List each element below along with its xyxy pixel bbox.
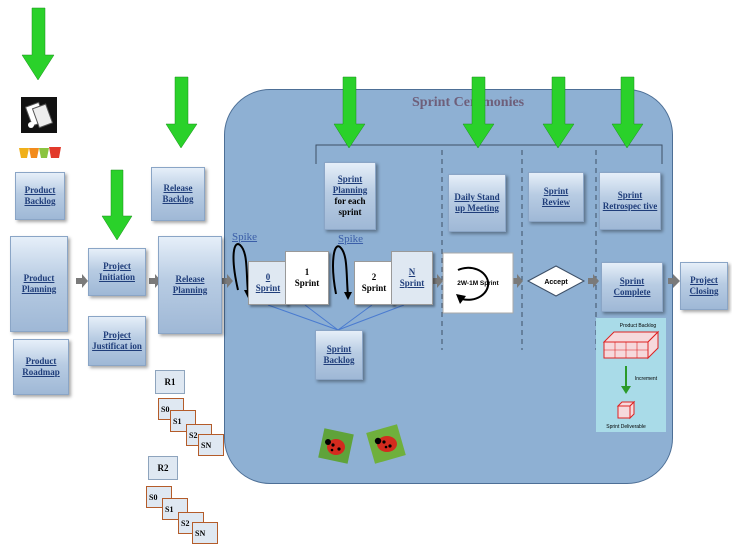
product-roadmap-box[interactable]: Product Roadmap <box>13 339 69 395</box>
down-arrow-icon <box>21 7 55 81</box>
increment-bottom-label: Sprint Deliverable <box>606 424 646 430</box>
r1-sprint-label: SN <box>201 440 212 450</box>
sprint-planning-subtext: for each sprint <box>334 196 366 217</box>
sprint-review-box[interactable]: Sprint Review <box>528 172 584 222</box>
sprint-review-label[interactable]: Sprint Review <box>542 186 570 207</box>
release-backlog-box[interactable]: Release Backlog <box>151 167 205 221</box>
product-roadmap-label[interactable]: Product Roadmap <box>22 356 60 377</box>
sprint-complete-label[interactable]: Sprint Complete <box>613 276 651 297</box>
release-planning-label[interactable]: Release Planning <box>172 274 208 295</box>
right-arrow-icon <box>76 274 88 288</box>
sprint-2-number: 2 <box>371 272 377 282</box>
colored-cups-icon <box>19 147 61 158</box>
sprint-1-word: Sprint <box>294 278 320 288</box>
project-closing-box[interactable]: Project Closing <box>680 262 728 310</box>
cycle-label: 2W-1M Sprint <box>457 280 499 287</box>
r1-sprint-label: S2 <box>189 430 198 440</box>
release-r1-label: R1 <box>164 377 176 387</box>
right-arrow-icon <box>221 274 233 288</box>
increment-illustration: Product Backlog Increment Sprint Deliver… <box>596 318 666 432</box>
product-backlog-box[interactable]: Product Backlog <box>15 172 65 220</box>
project-initiation-label[interactable]: Project Initiation <box>98 261 135 282</box>
release-r2-label: R2 <box>157 463 169 473</box>
project-justification-box[interactable]: Project Justificat ion <box>88 316 146 366</box>
cycle-arrow-icon <box>456 266 490 304</box>
product-backlog-label[interactable]: Product Backlog <box>24 185 56 206</box>
project-closing-label[interactable]: Project Closing <box>689 275 719 296</box>
r1-sprint-label: S0 <box>161 404 170 414</box>
product-planning-box[interactable]: Product Planning <box>10 236 68 332</box>
project-justification-label[interactable]: Project Justificat ion <box>92 330 142 351</box>
r1-sprint-label: S1 <box>173 416 182 426</box>
down-arrow-icon <box>542 76 575 149</box>
release-backlog-label[interactable]: Release Backlog <box>162 183 194 204</box>
r2-sprint-label: S2 <box>181 518 190 528</box>
sprint-0-card[interactable]: 0 Sprint <box>248 261 288 305</box>
down-arrow-icon <box>333 76 366 149</box>
sprint-backlog-box[interactable]: Sprint Backlog <box>315 330 363 380</box>
release-r2-card[interactable]: R2 <box>148 456 178 480</box>
sprint-complete-box[interactable]: Sprint Complete <box>601 262 663 312</box>
sprint-1-number: 1 <box>304 267 310 277</box>
down-arrow-icon <box>165 76 198 149</box>
r1-sprint-card[interactable]: SN <box>198 434 224 456</box>
accept-label: Accept <box>544 279 568 286</box>
spike-label-1[interactable]: Spike <box>232 231 258 243</box>
daily-standup-label[interactable]: Daily Stand up Meeting <box>454 192 500 213</box>
product-planning-label[interactable]: Product Planning <box>21 273 57 294</box>
sprint-n-word: Sprint <box>399 278 425 288</box>
ladybug-icon <box>318 428 354 464</box>
r2-sprint-label: S0 <box>149 492 158 502</box>
sprint-n-number: N <box>408 267 416 277</box>
r2-sprint-label: S1 <box>165 504 174 514</box>
right-arrow-icon <box>588 274 599 288</box>
project-initiation-box[interactable]: Project Initiation <box>88 248 146 296</box>
sprint-1-card[interactable]: 1 Sprint <box>285 251 329 305</box>
daily-standup-box[interactable]: Daily Stand up Meeting <box>448 174 506 232</box>
increment-mid-label: Increment <box>635 376 658 382</box>
right-arrow-icon <box>433 274 443 288</box>
panel-title: Sprint Ceremonies <box>412 95 525 110</box>
sprint-0-word: Sprint <box>255 283 281 293</box>
sprint-planning-box[interactable]: Sprint Planning for each sprint <box>324 162 376 230</box>
sprint-2-card[interactable]: 2 Sprint <box>354 261 394 305</box>
release-planning-box[interactable]: Release Planning <box>158 236 222 334</box>
increment-top-label: Product Backlog <box>620 323 657 329</box>
r2-sprint-label: SN <box>195 528 206 538</box>
r2-sprint-card[interactable]: SN <box>192 522 218 544</box>
sprint-planning-label[interactable]: Sprint Planning <box>332 174 368 195</box>
right-arrow-icon <box>668 274 680 288</box>
right-arrow-icon <box>512 274 523 288</box>
sprint-backlog-label[interactable]: Sprint Backlog <box>323 344 355 365</box>
release-r1-card[interactable]: R1 <box>155 370 185 394</box>
accept-diamond <box>526 265 586 297</box>
sprint-2-word: Sprint <box>361 283 387 293</box>
down-arrow-icon <box>101 169 133 241</box>
sprint-0-number: 0 <box>265 272 271 282</box>
sprint-n-card[interactable]: N Sprint <box>391 251 433 305</box>
spike-label-2[interactable]: Spike <box>338 233 364 245</box>
sprint-retrospective-box[interactable]: Sprint Retrospec tive <box>599 172 661 230</box>
ladybug-icon <box>366 424 406 464</box>
sprint-retrospective-label[interactable]: Sprint Retrospec tive <box>602 190 658 211</box>
down-arrow-icon <box>611 76 644 149</box>
playing-cards-icon <box>21 97 57 133</box>
down-arrow-icon <box>462 76 495 149</box>
